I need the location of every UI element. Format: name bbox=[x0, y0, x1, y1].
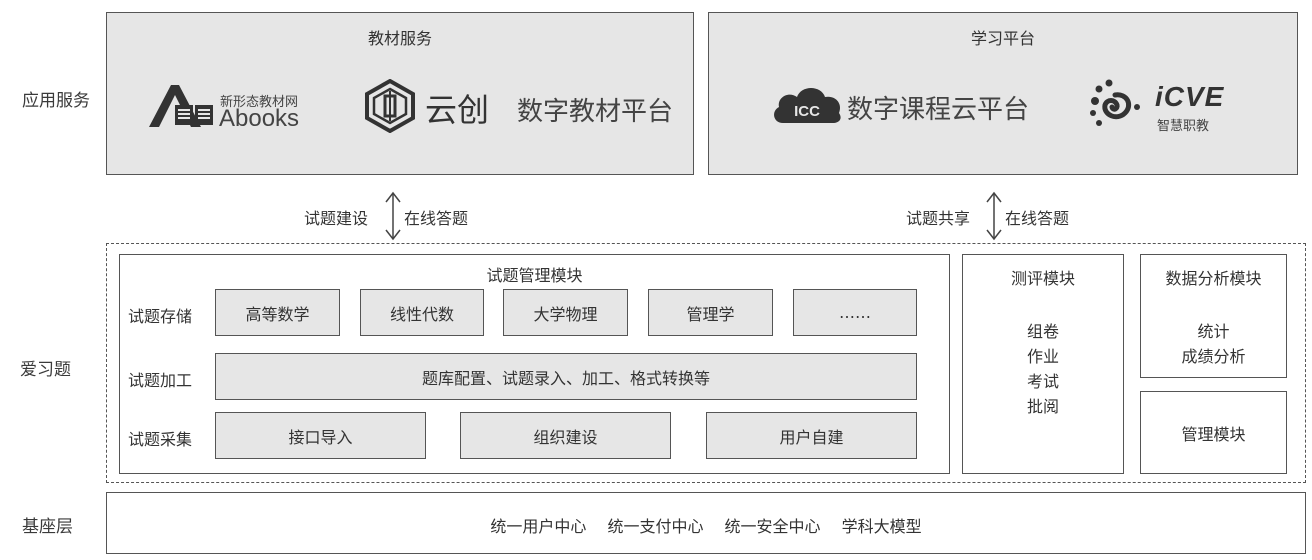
base-layer-box: 统一用户中心 统一支付中心 统一安全中心 学科大模型 bbox=[106, 492, 1306, 554]
evaluation-module: 测评模块 组卷 作业 考试 批阅 bbox=[962, 254, 1124, 474]
icve-logo: iCVE 智慧职教 bbox=[1085, 75, 1245, 135]
connector-left-label-b: 在线答题 bbox=[404, 209, 469, 228]
yunchuang-platform-text: 数字教材平台 bbox=[517, 97, 674, 127]
icve-brand: iCVE bbox=[1155, 81, 1225, 112]
analysis-item: 统计 bbox=[1197, 322, 1230, 341]
textbook-service-title: 教材服务 bbox=[367, 29, 432, 48]
collection-cell: 组织建设 bbox=[460, 412, 671, 459]
aixiti-area bbox=[106, 243, 1306, 483]
row-label-processing: 试题加工 bbox=[128, 371, 193, 390]
textbook-service-panel: 教材服务 新形态教材网 Abooks 云创 数字教材平台 bbox=[106, 12, 694, 175]
yunchuang-icon bbox=[365, 79, 415, 133]
evaluation-item: 作业 bbox=[1026, 347, 1059, 366]
storage-cell: 大学物理 bbox=[503, 289, 628, 336]
analysis-item: 成绩分析 bbox=[1181, 347, 1246, 366]
storage-cell: 高等数学 bbox=[215, 289, 340, 336]
icc-logo: ICC 数字课程云平台 bbox=[769, 81, 1069, 131]
icve-swirl-icon bbox=[1090, 79, 1140, 126]
double-arrow-icon bbox=[385, 191, 401, 241]
abooks-small-text: 新形态教材网 bbox=[220, 95, 299, 110]
double-arrow-icon bbox=[986, 191, 1002, 241]
processing-cell: 题库配置、试题录入、加工、格式转换等 bbox=[215, 353, 917, 400]
side-label-aixiti: 爱习题 bbox=[20, 360, 71, 380]
row-label-collection: 试题采集 bbox=[128, 430, 193, 449]
base-layer-item: 学科大模型 bbox=[841, 517, 922, 536]
yunchuang-brand: 云创 bbox=[425, 91, 490, 129]
evaluation-item: 组卷 bbox=[1026, 322, 1059, 341]
icve-subtext: 智慧职教 bbox=[1157, 119, 1210, 134]
collection-cell: 用户自建 bbox=[706, 412, 917, 459]
abooks-logo: 新形态教材网 Abooks bbox=[145, 81, 315, 133]
collection-cell: 接口导入 bbox=[215, 412, 426, 459]
storage-cell: 线性代数 bbox=[360, 289, 484, 336]
learning-platform-panel: 学习平台 ICC 数字课程云平台 iCVE 智慧职教 bbox=[708, 12, 1298, 175]
question-module-title: 试题管理模块 bbox=[486, 266, 583, 285]
base-layer-items: 统一用户中心 统一支付中心 统一安全中心 学科大模型 bbox=[107, 513, 1305, 537]
evaluation-module-title: 测评模块 bbox=[1010, 269, 1075, 288]
svg-text:ICC: ICC bbox=[794, 103, 820, 120]
evaluation-item: 批阅 bbox=[1026, 397, 1059, 416]
abooks-icon bbox=[149, 85, 213, 127]
base-layer-item: 统一支付中心 bbox=[607, 517, 704, 536]
data-analysis-module: 数据分析模块 统计 成绩分析 bbox=[1140, 254, 1287, 378]
data-analysis-title: 数据分析模块 bbox=[1165, 269, 1262, 288]
connector-right-label-a: 试题共享 bbox=[906, 209, 971, 228]
storage-cell: …… bbox=[793, 289, 917, 336]
abooks-big-text: Abooks bbox=[219, 105, 300, 132]
management-module: 管理模块 bbox=[1140, 391, 1287, 474]
base-layer-item: 统一用户中心 bbox=[490, 517, 587, 536]
yunchuang-logo: 云创 数字教材平台 bbox=[363, 79, 683, 135]
row-label-storage: 试题存储 bbox=[128, 307, 193, 326]
connector-left-label-a: 试题建设 bbox=[304, 209, 369, 228]
side-label-base: 基座层 bbox=[22, 517, 73, 537]
connector-right-label-b: 在线答题 bbox=[1005, 209, 1070, 228]
side-label-application: 应用服务 bbox=[22, 91, 90, 111]
storage-cell: 管理学 bbox=[648, 289, 773, 336]
icc-platform-text: 数字课程云平台 bbox=[847, 95, 1030, 125]
icc-cloud-icon: ICC bbox=[774, 88, 841, 123]
evaluation-item: 考试 bbox=[1026, 372, 1059, 391]
base-layer-item: 统一安全中心 bbox=[724, 517, 821, 536]
learning-platform-title: 学习平台 bbox=[970, 29, 1035, 48]
